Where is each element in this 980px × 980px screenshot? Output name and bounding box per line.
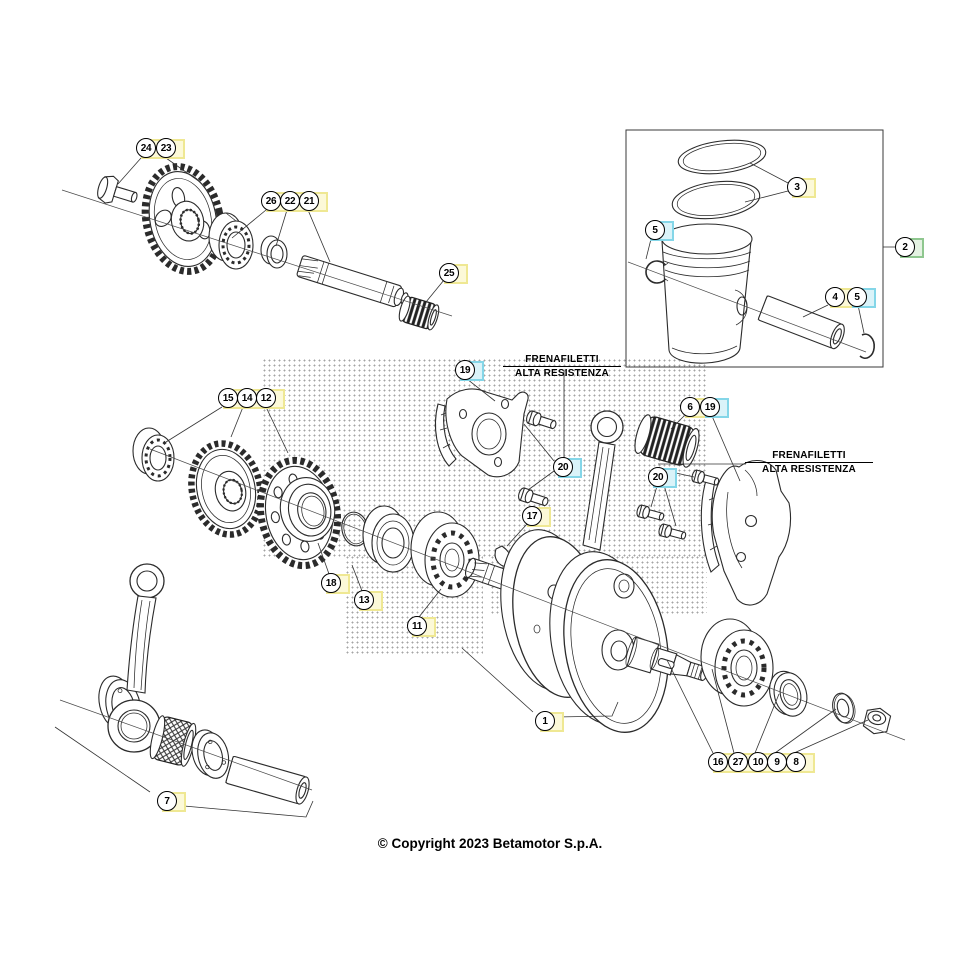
roller-cage-small [398,295,440,331]
callout-15[interactable]: 15 [218,388,247,409]
spacer-ring [260,235,288,269]
connecting-rod [107,563,165,753]
callout-11[interactable]: 11 [407,616,436,637]
callout-13[interactable]: 13 [354,590,383,611]
threadlocker-note-left: FRENAFILETTI ALTA RESISTENZA [503,354,621,379]
callout-2[interactable]: 2 [895,237,924,258]
balancer-shaft [296,255,409,308]
primary-drive-gear [256,456,342,570]
callout-7[interactable]: 7 [157,791,186,812]
callout-17[interactable]: 17 [522,506,551,527]
water-pump-gear [188,440,264,538]
callout-23[interactable]: 23 [156,138,185,159]
callout-8[interactable]: 8 [786,752,815,773]
cover-screw [636,504,665,521]
piston [661,223,753,364]
threadlocker-note-right: FRENAFILETTI ALTA RESISTENZA [745,450,873,475]
cover-screw [658,523,687,540]
note-line1: FRENAFILETTI [503,354,621,367]
oil-seal [362,505,415,573]
callout-14[interactable]: 14 [237,388,266,409]
callout-20-left[interactable]: 20 [553,457,582,478]
callout-10[interactable]: 10 [748,752,777,773]
crank-web-right [549,551,669,733]
callout-12[interactable]: 12 [256,388,285,409]
ignition-side-parts [700,618,892,735]
plate-screw [518,487,549,507]
callout-6[interactable]: 6 [680,397,709,418]
bracket-part-7 [54,726,314,818]
stator-plate-assembly [434,388,557,570]
callout-22[interactable]: 22 [280,191,309,212]
callout-9[interactable]: 9 [767,752,796,773]
callout-21[interactable]: 21 [299,191,328,212]
callout-25[interactable]: 25 [439,263,468,284]
callout-18[interactable]: 18 [321,573,350,594]
callout-20-right[interactable]: 20 [648,467,677,488]
seal-ring [769,670,808,717]
callout-19-right[interactable]: 19 [700,397,729,418]
callout-16[interactable]: 16 [708,752,737,773]
kit-box-frame [625,129,884,368]
callout-1[interactable]: 1 [535,711,564,732]
note-line1: FRENAFILETTI [745,450,873,463]
callout-24[interactable]: 24 [136,138,165,159]
reed-cover-assembly [634,414,792,606]
ball-bearing-small [132,427,175,482]
washer [832,692,856,724]
note-line2: ALTA RESISTENZA [762,464,856,475]
main-bearing-left [410,511,480,598]
crank-pin [225,755,310,805]
callout-3[interactable]: 3 [787,177,816,198]
primary-gear-train [132,427,480,598]
roller-cage-big-end [634,414,700,468]
callout-4[interactable]: 4 [825,287,854,308]
callout-19-left[interactable]: 19 [455,360,484,381]
callout-26[interactable]: 26 [261,191,290,212]
crankshaft-assembly [464,410,709,733]
callout-5-pin[interactable]: 5 [847,287,876,308]
connecting-rod-installed [582,410,624,551]
ball-bearing [208,212,254,270]
circlip-right [859,333,875,359]
conrod-kit [98,563,310,805]
plate-screw [526,410,557,430]
circlip-left [645,260,669,284]
flange-nut [862,707,892,735]
bracket-part-1 [461,647,619,718]
needle-bearing [149,715,197,767]
main-bearing-right [700,618,774,707]
flange-bolt [97,175,138,204]
piston-ring-2 [671,180,761,220]
piston-ring-1 [677,139,767,175]
copyright-text: © Copyright 2023 Betamotor S.p.A. [377,836,603,851]
cover-screw [691,469,720,486]
center-lines [59,189,906,791]
callout-27[interactable]: 27 [728,752,757,773]
note-line2: ALTA RESISTENZA [515,368,609,379]
balancer-gear [141,163,225,275]
balancer-shaft-assembly [97,163,440,331]
callout-5-piston[interactable]: 5 [645,220,674,241]
